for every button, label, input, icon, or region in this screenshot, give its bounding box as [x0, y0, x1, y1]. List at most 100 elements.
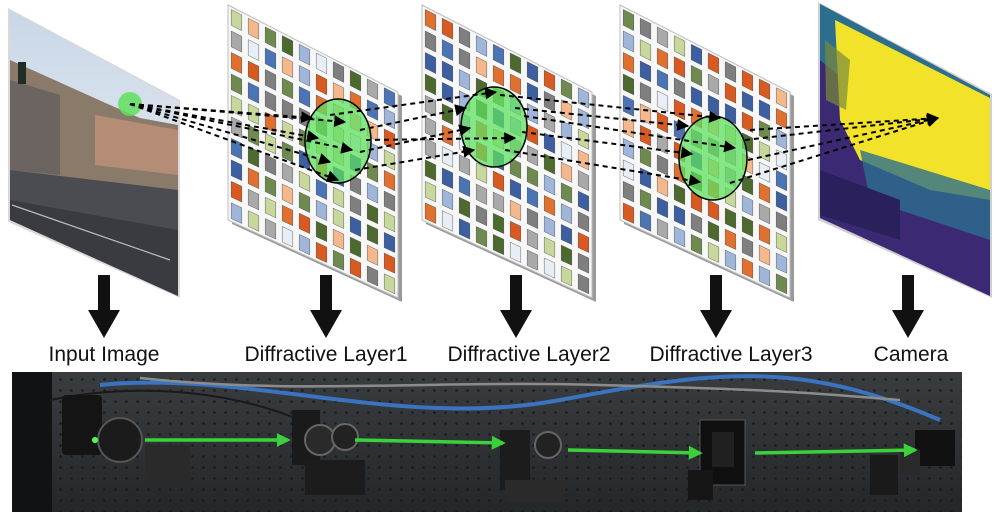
diffractive-pixel: [459, 196, 470, 219]
diffractive-pixel: [544, 215, 555, 237]
diffractive-pixel: [384, 273, 395, 295]
diffractive-pixel: [476, 35, 487, 57]
diffractive-pixel: [425, 181, 436, 203]
diffractive-pixel: [442, 167, 453, 189]
diffractive-pixel: [442, 39, 453, 61]
diffractive-pixel: [776, 149, 787, 171]
diffractive-pixel: [578, 273, 589, 295]
diffractive-pixel: [247, 167, 259, 189]
diffractive-pixel: [657, 26, 668, 49]
diffractive-pixel: [493, 170, 504, 192]
diffractive-pixel: [578, 211, 589, 233]
focus-circle-layer2: [460, 86, 528, 168]
camera-output-panel: [818, 2, 992, 298]
diffractive-pixel: [333, 228, 344, 250]
diffractive-pixel: [510, 52, 521, 75]
diffractive-pixel: [282, 35, 293, 57]
diffractive-pixel: [527, 61, 538, 83]
diffractive-pixel: [527, 103, 538, 125]
diffractive-pixel: [333, 249, 344, 271]
diffractive-pixel: [759, 203, 770, 225]
dashed-ray-arrow-icon: [499, 94, 722, 123]
diffractive-pixel: [776, 128, 787, 150]
diffractive-pixel: [578, 170, 589, 192]
diffractive-pixel: [776, 232, 787, 253]
diffractive-pixel: [657, 154, 668, 176]
diffractive-pixel: [742, 69, 753, 92]
diffractive-pixel: [691, 43, 702, 66]
diffractive-pixel: [282, 226, 293, 248]
diffractive-pixel: [282, 98, 293, 121]
diffractive-pixel: [578, 149, 589, 171]
focus-circle-layer3: [678, 115, 748, 201]
diffractive-pixel: [350, 257, 361, 279]
diffractive-pixel: [708, 52, 719, 75]
diffractive-pixel: [282, 204, 293, 227]
diffractive-pixel: [776, 252, 787, 274]
diffractive-pixel: [425, 73, 436, 96]
down-arrow-icon: [500, 275, 532, 338]
diffractive-pixel: [657, 196, 668, 219]
dashed-ray-arrow-icon: [329, 87, 498, 116]
diffractive-pixel: [776, 190, 787, 212]
diffractive-pixel: [510, 73, 521, 96]
diffractive-pixel: [510, 220, 521, 242]
diffractive-pixel: [657, 90, 668, 112]
diffractive-pixel: [561, 161, 572, 183]
diffractive-pixel: [640, 210, 651, 232]
diffractive-pixel: [230, 181, 243, 203]
diffractive-pixel: [544, 111, 555, 133]
down-arrows: [88, 275, 924, 338]
diffractive-pixel: [578, 232, 589, 253]
diffractive-pixel: [282, 141, 293, 163]
diffractive-pixel: [265, 26, 276, 49]
diffractive-pixel: [367, 203, 378, 225]
dashed-ray-arrow-icon: [354, 145, 476, 171]
diffractive-pixel: [527, 186, 538, 209]
diffractive-pixel: [459, 26, 470, 49]
diffractive-pixel: [623, 138, 634, 160]
diffractive-pixel: [476, 162, 487, 184]
diffractive-pixel: [640, 82, 651, 104]
diffractive-pixel: [544, 69, 555, 92]
diffractive-pixel: [674, 226, 685, 248]
diffractive-pixel: [527, 249, 538, 271]
diffractive-pixel: [725, 207, 736, 229]
diffractive-pixel: [459, 69, 470, 91]
diffractive-pixel: [776, 273, 787, 295]
diffractive-pixel: [316, 52, 327, 75]
diffractive-pixel: [759, 244, 770, 266]
diffractive-pixel: [708, 73, 719, 96]
diffractive-pixel: [265, 47, 276, 70]
diffractive-pixel: [657, 69, 668, 91]
down-arrow-icon: [700, 275, 732, 338]
diffractive-pixel: [510, 178, 521, 200]
diffractive-pixel: [691, 212, 702, 234]
diffractive-pixel: [493, 212, 504, 234]
down-arrow-icon: [892, 275, 924, 338]
diffractive-pixel: [384, 87, 395, 109]
diffractive-pixel: [657, 218, 668, 240]
diffractive-pixel: [561, 120, 572, 142]
diffractive-pixel: [776, 87, 787, 109]
dashed-ray-arrow-icon: [729, 115, 940, 184]
diffractive-pixel: [425, 159, 436, 181]
diffractive-pixel: [708, 199, 719, 221]
diffractive-pixel: [316, 220, 327, 242]
diffractive-pixel: [527, 166, 538, 188]
diffractive-pixel: [350, 69, 361, 92]
diffractive-pixel: [742, 257, 753, 279]
diffractive-pixel: [265, 69, 276, 91]
diffractive-pixel: [442, 17, 453, 40]
diffractive-pixel: [247, 17, 259, 40]
diffractive-pixel: [384, 232, 395, 253]
diffractive-pixel: [725, 82, 736, 104]
diffractive-pixel: [316, 73, 327, 96]
diffractive-pixel: [299, 170, 310, 192]
diffractive-pixel: [759, 99, 770, 121]
diffractive-pixel: [674, 35, 685, 57]
diffractive-pixel: [316, 241, 327, 263]
diffractive-pixel: [299, 65, 310, 87]
layer1-mount: [292, 410, 365, 495]
diffractive-pixel: [299, 234, 310, 256]
